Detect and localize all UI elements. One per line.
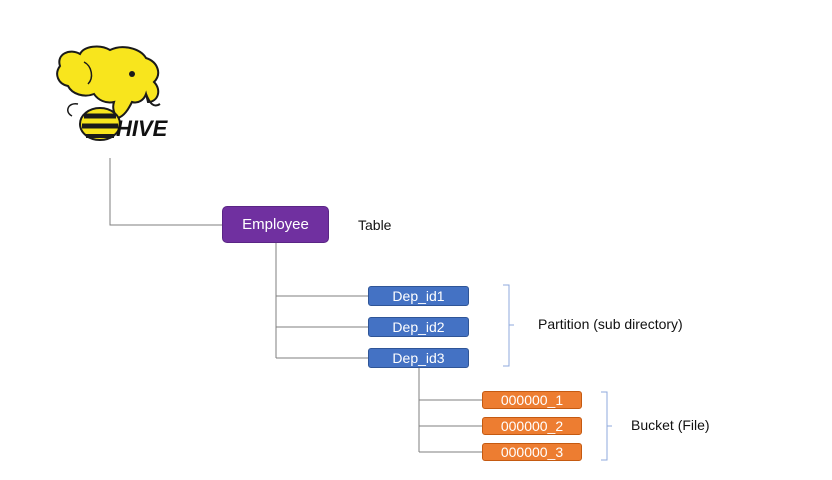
bucket-label: 000000_2: [500, 418, 564, 434]
bucket-node-2: 000000_2: [482, 417, 582, 435]
bucket-label: 000000_3: [500, 444, 564, 460]
table-node-label: Employee: [242, 216, 309, 233]
bucket-bracket: [601, 391, 612, 461]
hive-logo-icon: HIVE: [56, 45, 169, 141]
bucket-node-3: 000000_3: [482, 443, 582, 461]
partition-node-2: Dep_id2: [368, 317, 469, 337]
partition-bracket: [503, 284, 514, 367]
partition-node-1: Dep_id1: [368, 286, 469, 306]
partition-node-3: Dep_id3: [368, 348, 469, 368]
bucket-label: 000000_1: [500, 392, 564, 408]
logo-to-table-connector: [109, 158, 222, 226]
hive-logo-text: HIVE: [116, 116, 169, 141]
partition-caption: Partition (sub directory): [538, 316, 683, 332]
table-node-employee: Employee: [222, 206, 329, 243]
partition-label: Dep_id2: [392, 319, 445, 335]
partition-label: Dep_id1: [392, 288, 445, 304]
bucket-caption: Bucket (File): [631, 417, 710, 433]
partition-label: Dep_id3: [392, 350, 445, 366]
table-caption: Table: [358, 217, 392, 233]
bucket-node-1: 000000_1: [482, 391, 582, 409]
